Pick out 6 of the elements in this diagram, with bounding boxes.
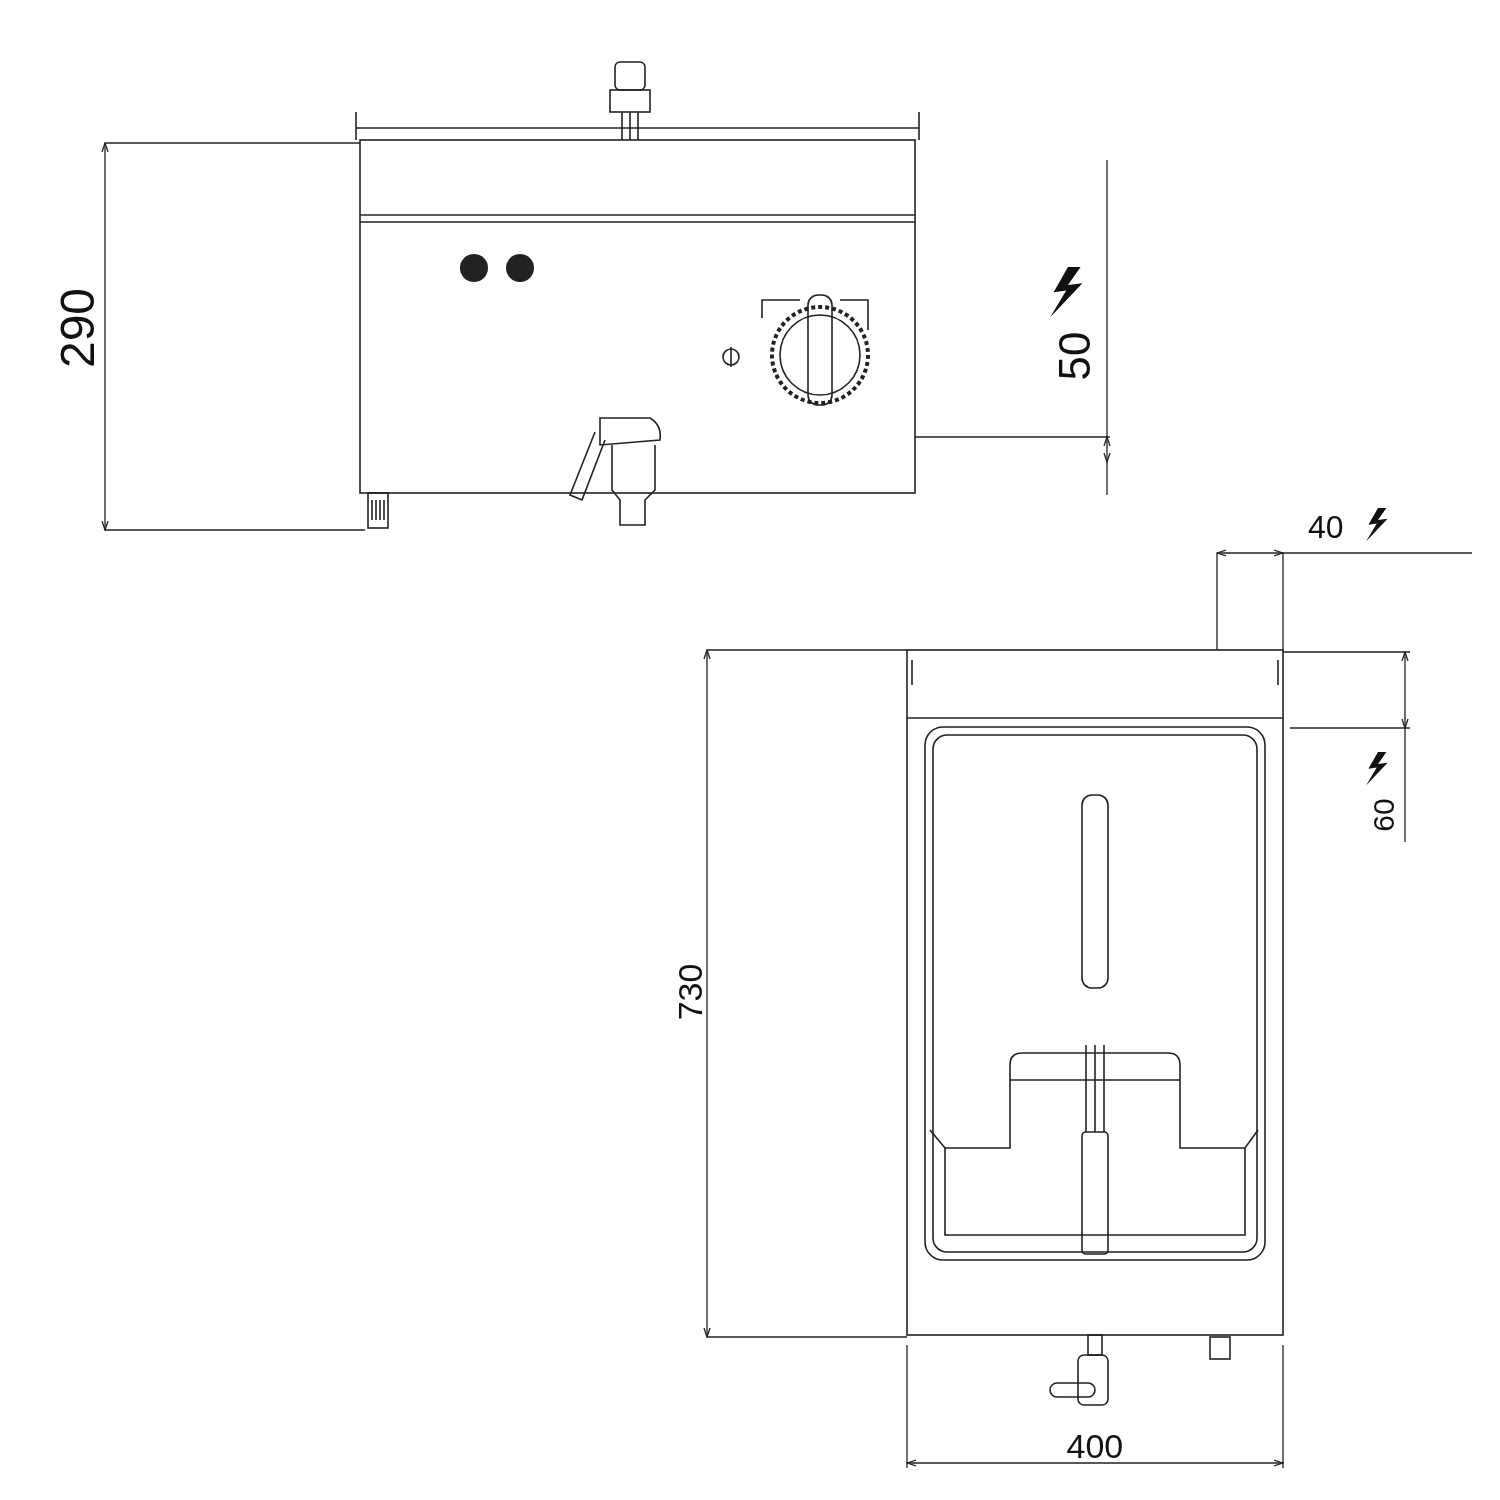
dimension-label: 60 <box>1368 798 1399 832</box>
dimension-label: 400 <box>1066 1429 1124 1463</box>
dimension-label: 730 <box>672 963 707 1021</box>
dimension-label: 50 <box>1053 331 1097 381</box>
dimension-label: 40 <box>1308 511 1344 543</box>
dimension-label: 290 <box>54 287 103 369</box>
